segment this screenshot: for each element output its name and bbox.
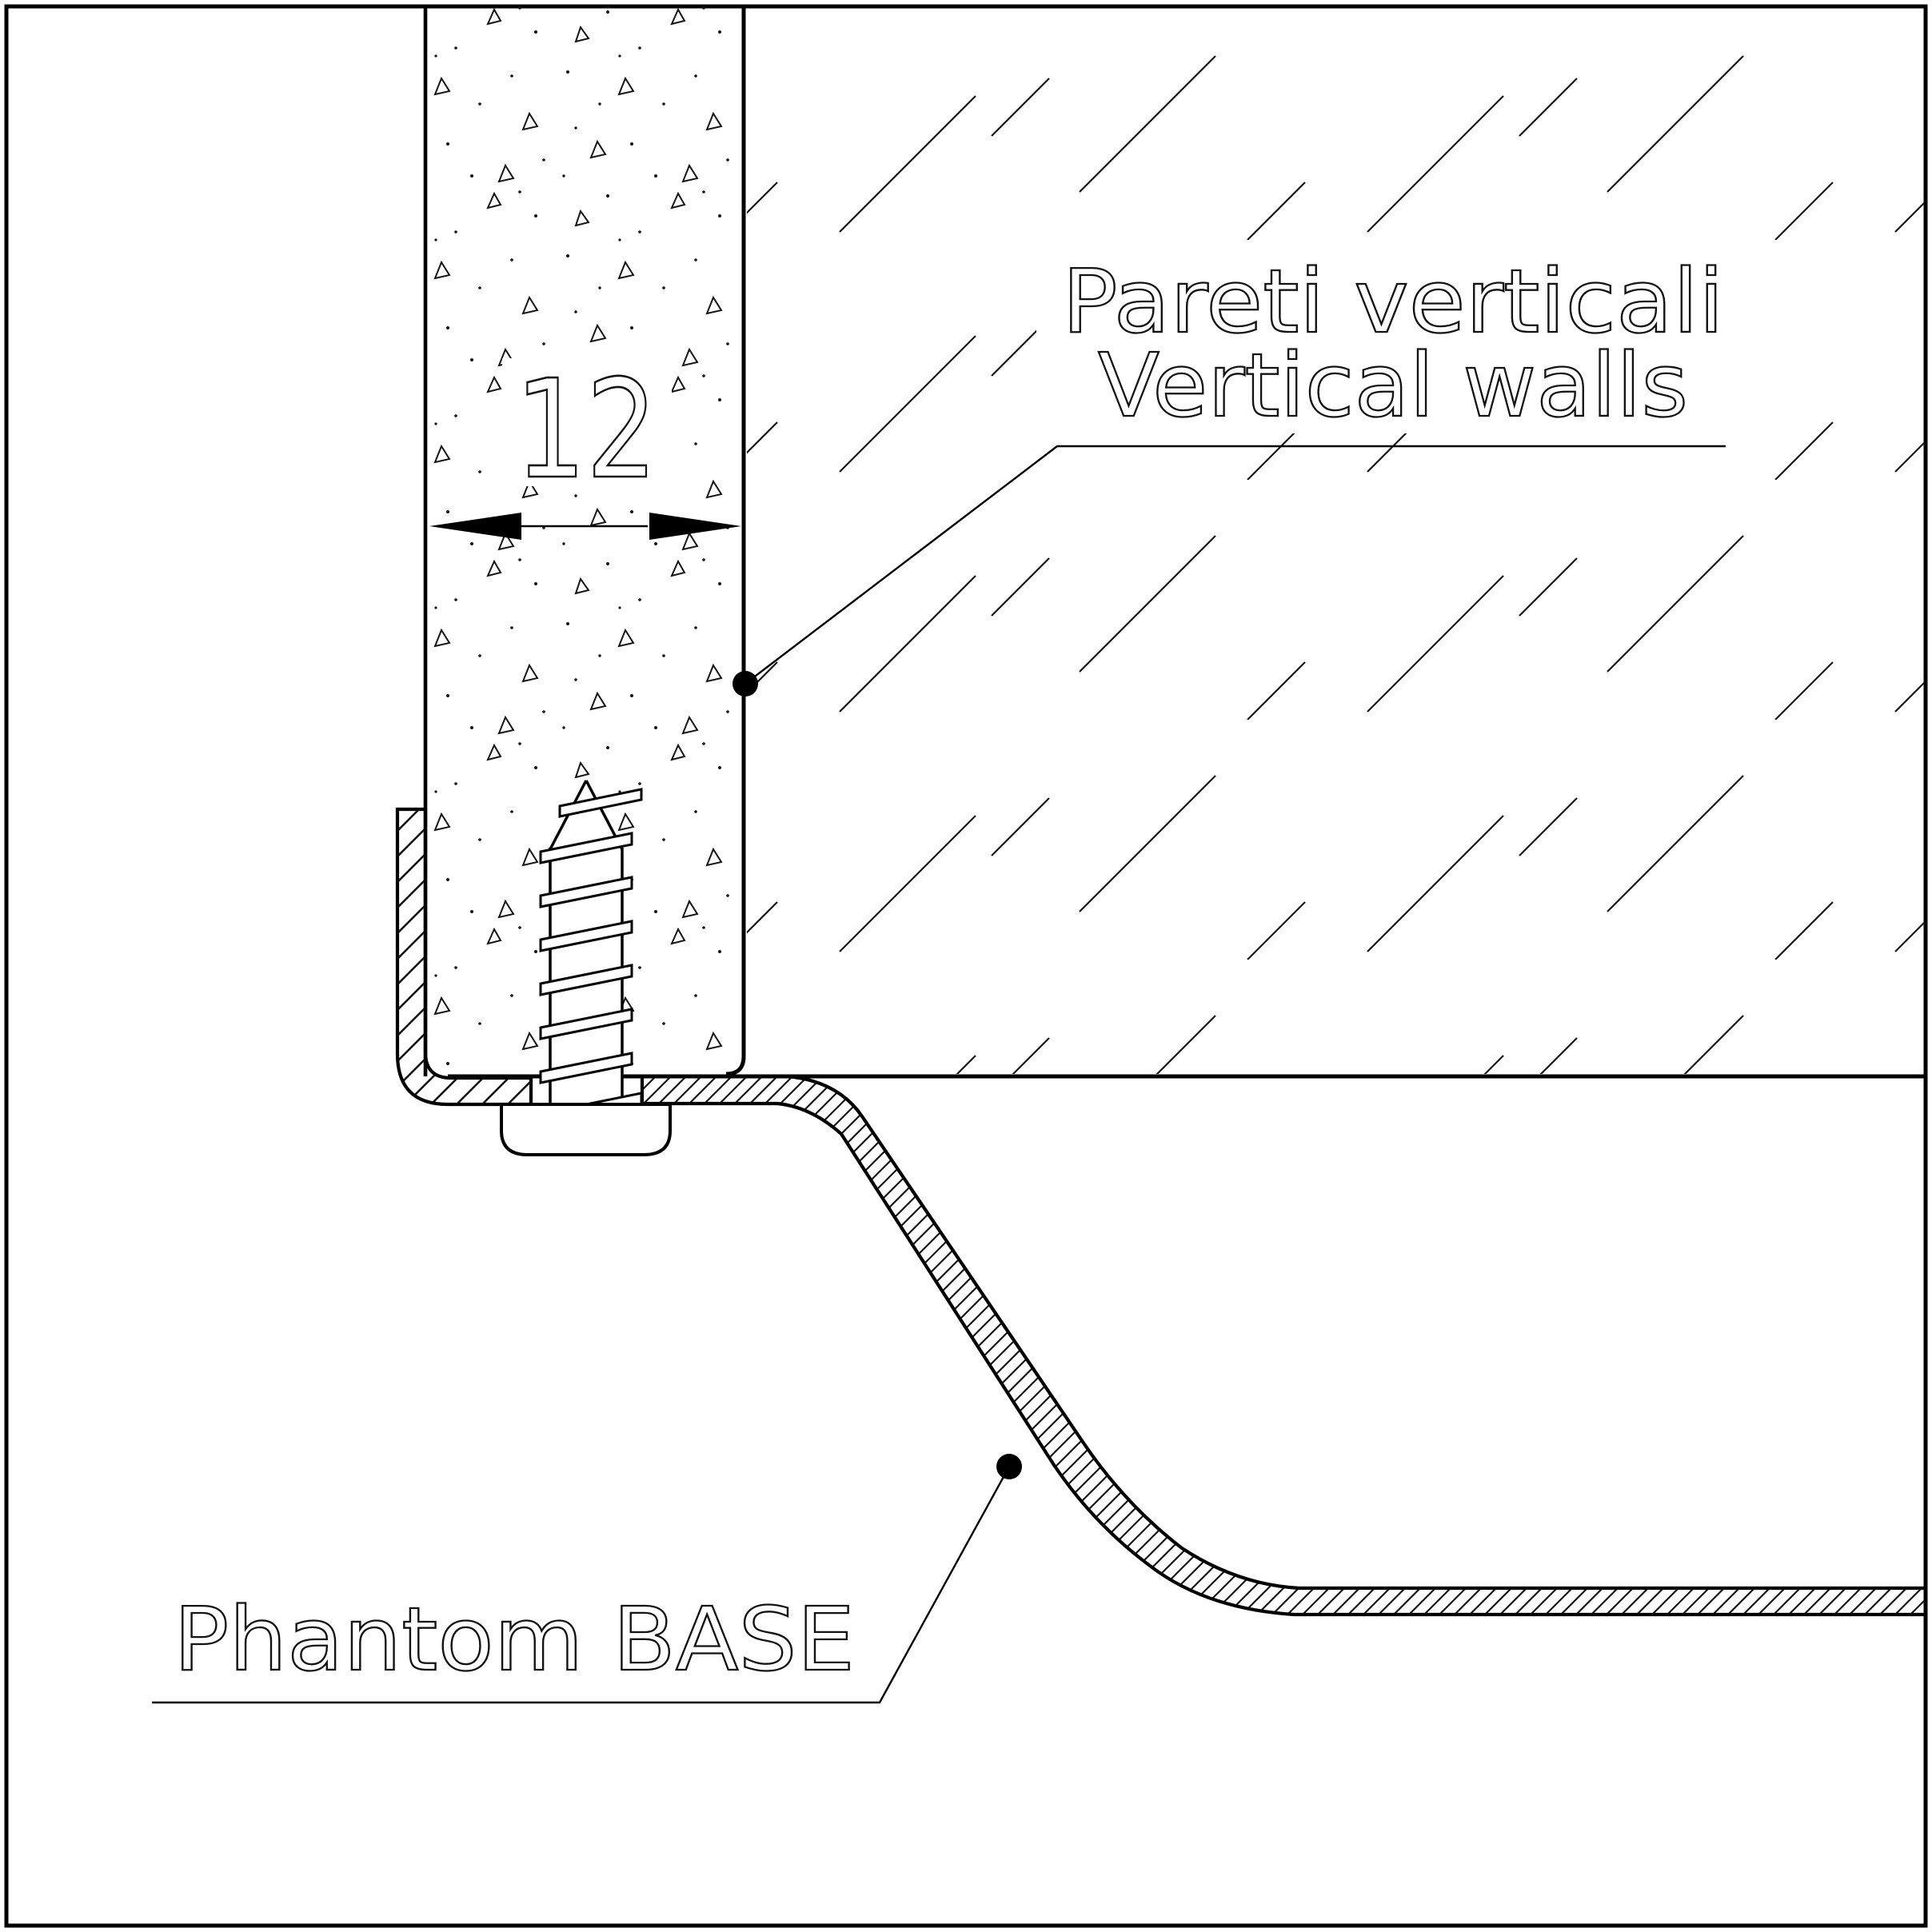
walls-leader-line <box>744 445 1726 685</box>
dimension-12: 12 <box>429 350 741 540</box>
dimension-value-label: 12 <box>515 351 657 509</box>
vertical-walls-hatch-zone <box>747 8 1924 1074</box>
dimension-arrow-left <box>429 513 521 540</box>
phantom-leader-line <box>152 1466 1011 1704</box>
pareti-verticali-label: Pareti verticali <box>1062 250 1724 353</box>
dimension-text-backing <box>502 358 672 486</box>
mounting-bracket <box>395 807 533 1107</box>
wall-right-edge <box>725 6 746 1076</box>
screw-head <box>500 1103 672 1156</box>
screw <box>500 780 672 1156</box>
walls-label-backing <box>1036 242 1820 433</box>
leader-vertical-walls: Pareti verticali Vertical walls <box>732 242 1820 697</box>
leader-phantom-base: Phantom BASE <box>152 1454 1022 1704</box>
vertical-walls-label: Vertical walls <box>1098 334 1688 437</box>
screw-threads <box>529 788 643 1128</box>
dimension-arrow-right <box>649 513 741 540</box>
phantom-callout-dot <box>996 1454 1022 1479</box>
phantom-base-profile <box>640 1074 1928 1617</box>
drawing-frame <box>4 4 1928 1928</box>
phantom-base-label: Phantom BASE <box>174 1588 855 1690</box>
walls-callout-dot <box>732 671 758 697</box>
